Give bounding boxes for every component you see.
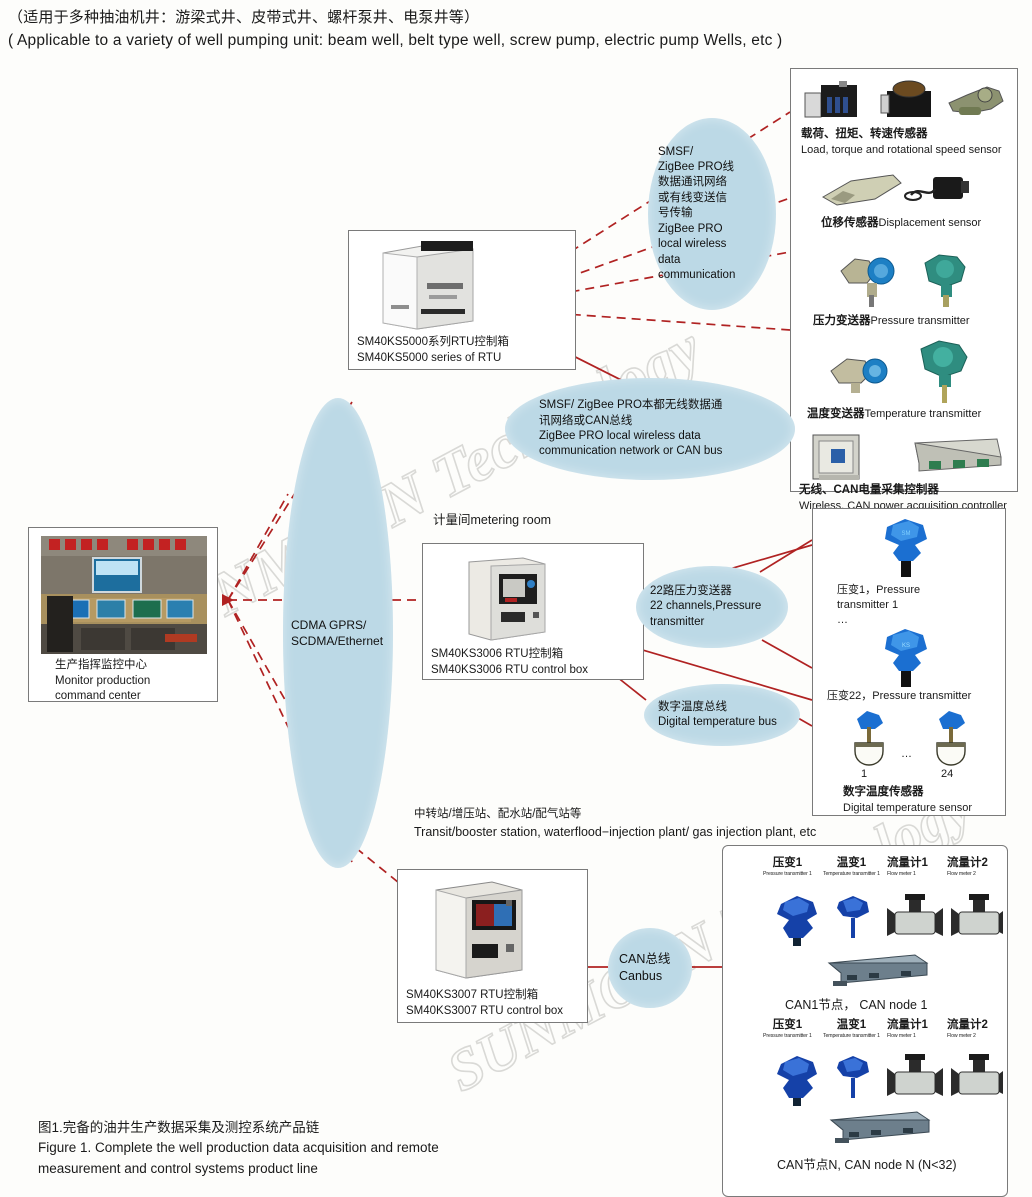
ellipse-canbus: CAN总线 Canbus [608, 928, 692, 1008]
rtu3007-panel: SM40KS3007 RTU控制箱 SM40KS3007 RTU control… [397, 869, 588, 1023]
page-header: （适用于多种抽油机井：游梁式井、皮带式井、螺杆泵井、电泵井等） ( Applic… [8, 6, 1018, 53]
digital-temp-sensor-index-last: 24 [941, 768, 954, 780]
ellipse-pressure-22ch-text: 22路压力变送器 22 channels,Pressure transmitte… [650, 584, 762, 628]
can-node-1-caption: CAN1节点， CAN node 1 [785, 998, 928, 1012]
metering-room-panel: SM40KS3006 RTU控制箱 SM40KS3006 RTU control… [422, 543, 644, 680]
transmitter-product-panel: SM 压变1，Pressure transmitter 1 … KS 压变22，… [812, 508, 1006, 816]
ellipse-digital-temp-bus-text: 数字温度总线 Digital temperature bus [658, 700, 777, 728]
ellipse-smsf-zigbee-wireless: SMSF/ ZigBee PRO线 数据通讯网络 或有线变送信 号传输 ZigB… [648, 118, 776, 310]
ellipse-network-backbone-text: CDMA GPRS/ SCDMA/Ethernet [291, 617, 384, 648]
pressure-transmitter-22-image: KS [871, 627, 941, 689]
monitor-center-panel: 生产指挥监控中心 Monitor production command cent… [28, 527, 218, 702]
pressure-transmitter-1-label: 压变1，Pressure transmitter 1 … [837, 584, 921, 626]
digital-temp-sensor-first [847, 707, 893, 767]
sensor-label-temperature: 温度变送器Temperature transmitter [807, 408, 982, 420]
sensor-image-temperature [817, 339, 991, 405]
rtu3006-caption: SM40KS3006 RTU控制箱 SM40KS3006 RTU control… [431, 648, 589, 676]
sensor-image-power-controller [803, 431, 1009, 481]
ellipse-pressure-22ch: 22路压力变送器 22 channels,Pressure transmitte… [636, 566, 788, 648]
header-line-cn: （适用于多种抽油机井：游梁式井、皮带式井、螺杆泵井、电泵井等） [8, 9, 480, 26]
rtu3007-caption: SM40KS3007 RTU控制箱 SM40KS3007 RTU control… [406, 989, 564, 1017]
ellipse-canbus-text: CAN总线 Canbus [619, 952, 671, 983]
digital-temp-sensor-last [929, 707, 975, 767]
ellipse-smsf-can: SMSF/ ZigBee PRO本都无线数据通 讯网络或CAN总线 ZigBee… [505, 378, 795, 480]
figure-caption: 图1.完备的油井生产数据采集及测控系统产品链 Figure 1. Complet… [38, 1118, 638, 1179]
sensor-label-displacement: 位移传感器Displacement sensor [821, 217, 982, 229]
figure-caption-cn: 图1.完备的油井生产数据采集及测控系统产品链 [38, 1120, 320, 1135]
rtu3007-image [426, 878, 534, 984]
ellipse-digital-temp-bus: 数字温度总线 Digital temperature bus [644, 684, 800, 746]
rtu5000-panel: SM40KS5000系列RTU控制箱 SM40KS5000 series of … [348, 230, 576, 370]
rtu3006-image [461, 554, 553, 644]
monitor-center-caption: 生产指挥监控中心 Monitor production command cent… [55, 659, 151, 703]
metering-room-title: 计量间metering room [433, 513, 552, 527]
sensor-label-pressure: 压力变送器Pressure transmitter [813, 315, 970, 327]
can-node-1-module [823, 951, 933, 989]
transit-station-caption: 中转站/增压站、配水站/配气站等 Transit/booster station… [414, 808, 817, 839]
sensor-image-pressure [821, 249, 991, 311]
digital-temp-sensor-index-first: 1 [861, 768, 868, 780]
can-node-1-devices [763, 894, 1007, 946]
rtu5000-caption: SM40KS5000系列RTU控制箱 SM40KS5000 series of … [357, 336, 509, 364]
pressure-transmitter-22-label: 压变22，Pressure transmitter [827, 690, 972, 702]
ellipse-network-backbone: CDMA GPRS/ SCDMA/Ethernet [283, 398, 393, 868]
figure-caption-en-1: Figure 1. Complete the well production d… [38, 1140, 439, 1156]
sensor-label-load-torque: 载荷、扭矩、转速传感器 Load, torque and rotational … [801, 128, 1002, 156]
digital-temp-sensor-dots: … [901, 748, 914, 760]
svg-text:SM: SM [902, 531, 911, 537]
sensor-image-load-torque [799, 77, 1011, 125]
monitor-center-photo [41, 536, 207, 654]
can-node-n-module [825, 1108, 935, 1146]
rtu5000-image [377, 239, 487, 331]
sensor-image-displacement [815, 169, 995, 213]
header-line-en: ( Applicable to a variety of well pumpin… [8, 32, 783, 50]
figure-caption-en-2: measurement and control systems product … [38, 1160, 318, 1176]
ellipse-smsf-can-text: SMSF/ ZigBee PRO本都无线数据通 讯网络或CAN总线 ZigBee… [539, 399, 723, 458]
digital-temp-sensor-label: 数字温度传感器 Digital temperature sensor [843, 786, 973, 814]
svg-text:KS: KS [902, 643, 910, 649]
sensor-product-panel: 载荷、扭矩、转速传感器 Load, torque and rotational … [790, 68, 1018, 512]
ellipse-smsf-zigbee-text: SMSF/ ZigBee PRO线 数据通讯网络 或有线变送信 号传输 ZigB… [658, 145, 736, 281]
pressure-transmitter-1-image: SM [871, 517, 941, 581]
can-node-n-caption: CAN节点N, CAN node N (N<32) [777, 1158, 957, 1172]
can-node-n-devices [763, 1054, 1007, 1106]
